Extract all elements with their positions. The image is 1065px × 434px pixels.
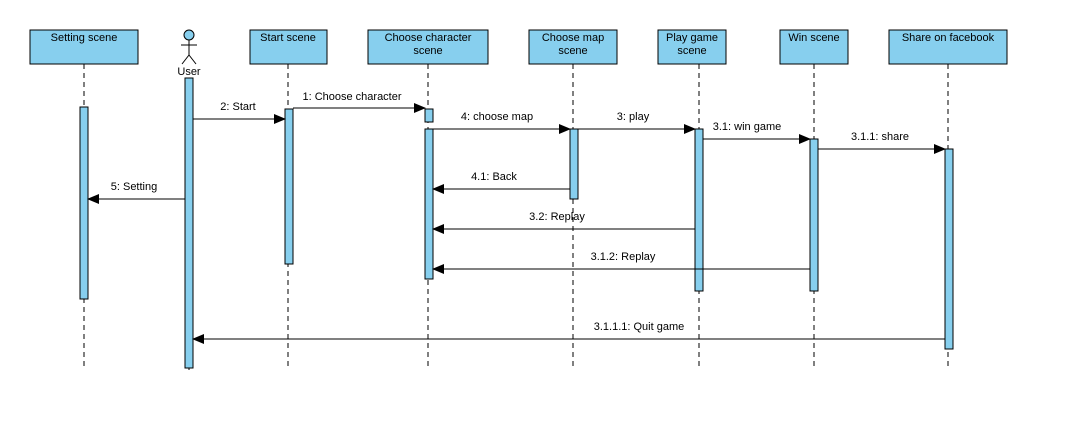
lifeline-win-scene: Win scene [779,29,849,65]
message-label-4-1: 4.1: Back [471,171,517,183]
message-label-3: 3: play [617,111,650,123]
message-label-3-1-1: 3.1.1: share [851,131,909,143]
lifeline-label: Choose character [385,32,472,44]
lifeline-box [367,29,489,65]
message-label-3-1-2: 3.1.2: Replay [591,251,656,263]
lifeline-box [528,29,618,65]
lifeline-label: Win scene [788,32,839,44]
activation-win [809,138,819,292]
lifeline-choose-map-scene: Choose map scene [528,29,618,65]
message-label-3-2: 3.2: Replay [529,211,585,223]
actor-label: User [177,66,201,78]
message-labels: 1: Choose character 2: Start 4: choose m… [111,91,909,333]
lifeline-play-game-scene: Play game scene [657,29,727,65]
lifeline-label-line2: scene [558,45,587,57]
lifeline-setting-scene: Setting scene [29,29,139,65]
lifeline-box [249,29,328,65]
activation-start [284,108,294,265]
lifeline-box [657,29,727,65]
lifeline-label-line2: scene [677,45,706,57]
message-label-5: 5: Setting [111,181,157,193]
message-label-2: 2: Start [220,101,255,113]
activation-setting [79,106,89,300]
lifeline-label: Share on facebook [902,32,995,44]
lifeline-share-on-facebook: Share on facebook [888,29,1008,65]
messages [87,103,946,344]
actor-user: User [177,29,201,78]
activation-playgame [694,128,704,292]
lifeline-box [29,29,139,65]
lifeline-start-scene: Start scene [249,29,328,65]
activation-choosemap [569,128,579,200]
activation-choosechar-short [424,108,434,123]
message-label-3-1: 3.1: win game [713,121,781,133]
message-label-1: 1: Choose character [302,91,401,103]
lifeline-label-line2: scene [413,45,442,57]
message-label-4: 4: choose map [461,111,533,123]
lifeline-label: Play game [666,32,718,44]
activation-share [944,148,954,350]
activation-choosechar [424,128,434,280]
activation-user [184,77,194,369]
lifeline-label: Setting scene [51,32,118,44]
lifeline-choose-character-scene: Choose character scene [367,29,489,65]
message-label-3-1-1-1: 3.1.1.1: Quit game [594,321,685,333]
lifeline-label: Choose map [542,32,604,44]
lifeline-box [779,29,849,65]
lifeline-label: Start scene [260,32,316,44]
stick-figure-icon [181,29,197,65]
